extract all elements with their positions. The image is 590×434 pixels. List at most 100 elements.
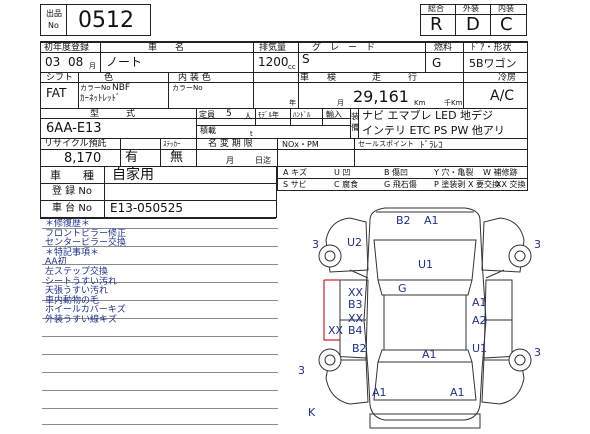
- grade-name-label: グ レ ー ド: [312, 43, 376, 53]
- door-shape-label: ﾄﾞｱ・形状: [471, 43, 512, 53]
- shift-label: シフト: [46, 73, 74, 83]
- equipment-label: 装備: [351, 112, 359, 132]
- remark-line: 左ステップ交換: [45, 266, 109, 277]
- door-shape: 5Bワゴン: [469, 57, 517, 70]
- car-name-label: 車 名: [148, 43, 185, 53]
- mark-rear-bumper-a1-right: A1: [450, 386, 465, 399]
- interior-color-label: 内 装 色: [178, 73, 211, 83]
- month-unit: 月: [89, 62, 96, 70]
- grade-exterior: D: [466, 14, 480, 35]
- reg-no-label: 登 録 No: [52, 186, 92, 197]
- legend-y: Y 穴・亀裂: [434, 168, 474, 177]
- mark-rear-bumper-a1-left: A1: [372, 386, 387, 399]
- mileage: 29,161: [353, 87, 409, 106]
- mileage-thousand-km-unit: 千Km: [444, 99, 463, 107]
- mark-front-right-tire: 3: [534, 238, 541, 251]
- ac-label: 冷房: [498, 73, 517, 83]
- recycle-fee: 8,170: [64, 151, 102, 166]
- sales-point-label: セールスポイント: [358, 140, 414, 148]
- grade-interior-label: 内装: [498, 4, 514, 13]
- color-label: 色: [104, 73, 114, 83]
- mark-front-a1: A1: [424, 214, 439, 227]
- mark-hood: U1: [418, 258, 433, 271]
- interior-color-no-label: カラーNo: [172, 84, 203, 92]
- displacement-unit: cc: [288, 63, 296, 71]
- legend-g: G 飛石傷: [384, 180, 417, 189]
- mark-left-xx2: XX: [348, 312, 364, 325]
- grade-overall: R: [430, 14, 443, 35]
- legend-b: B 傷凹: [384, 168, 409, 177]
- car-damage-diagram: B2 A1 3 3 U2 U1 G XX B3 XX XX B4 A1 A2 B…: [298, 207, 541, 429]
- mark-rear-center-a1: A1: [422, 348, 437, 361]
- mark-u2: U2: [347, 236, 362, 249]
- fuel: G: [432, 56, 442, 70]
- remark-line: センターピラー交換: [45, 238, 127, 249]
- capacity-unit: 人: [244, 112, 252, 121]
- mark-left-xx1: XX: [348, 286, 364, 299]
- legend-s: S サビ: [283, 180, 307, 189]
- load-label: 積載: [200, 126, 216, 135]
- mark-left-xx3: XX: [328, 324, 344, 337]
- legend-xx: XX 交換: [496, 180, 526, 189]
- remark-line: 外装うすい線キズ: [45, 314, 118, 325]
- mark-rear-right-u1: U1: [472, 342, 487, 355]
- first-reg-year: 03: [45, 55, 61, 69]
- remark-line: 天張うすい汚れ: [45, 286, 109, 297]
- model-label: 型 式: [90, 109, 136, 119]
- grade-name: S: [302, 52, 310, 66]
- remark-line: AA初: [45, 257, 67, 268]
- mark-front-b2: B2: [396, 214, 411, 227]
- mark-rear-right-tire: 3: [534, 346, 541, 359]
- handle-label: ﾊﾝﾄﾞﾙ: [293, 111, 311, 119]
- mark-windshield: G: [398, 282, 407, 295]
- name-change-month-unit: 月: [226, 156, 234, 165]
- air-conditioner: A/C: [490, 88, 515, 104]
- displacement: 1200: [258, 55, 289, 69]
- lot-label-top: 出品: [46, 9, 62, 18]
- lot-label-bottom: No: [48, 21, 59, 30]
- displacement-label: 排気量: [259, 43, 287, 53]
- color-name: ｶｰﾈｯﾄﾚｯﾄﾞ: [80, 94, 121, 104]
- inspection-month-unit: 月: [337, 99, 344, 107]
- inspection-label: 車 検: [300, 73, 337, 83]
- model-code: 6AA-E13: [46, 121, 102, 136]
- first-reg-month: 08: [68, 55, 84, 69]
- legend-x: X 要交換: [468, 180, 501, 189]
- mark-bottom-k: K: [308, 406, 316, 419]
- fuel-label: 燃料: [434, 43, 453, 53]
- chassis-number: E13-050525: [110, 201, 183, 215]
- usage: 自家用: [112, 167, 154, 183]
- remark-line: 車内動物の毛: [45, 295, 100, 306]
- mileage-label: 走 行: [372, 73, 418, 83]
- capacity-label: 定員: [199, 110, 215, 119]
- equipment-line-2: インテリ ETC PS PW 他アリ: [362, 124, 505, 137]
- mark-left-b3: B3: [348, 298, 363, 311]
- mark-right-a1: A1: [472, 296, 487, 309]
- name-change-label: 名 変 期 限: [208, 139, 253, 149]
- sticker-label: ｽﾃｯｶｰ: [163, 140, 181, 148]
- grade-exterior-label: 外装: [463, 4, 479, 13]
- import-label: 輸入: [326, 110, 342, 119]
- mark-right-a2: A2: [472, 314, 487, 327]
- recycle-status: 有: [125, 150, 139, 165]
- remarks-text: ＊修復歴＊ フロントピラー修正 センターピラー交換 ＊特記事項＊ AA初 左ステ…: [45, 219, 265, 326]
- color-no-label: カラーNo: [80, 84, 111, 92]
- repair-mark-left: [323, 280, 340, 341]
- equipment-line-1: ナビ エマブレ LED 地デジ: [362, 109, 494, 122]
- remark-line: フロントピラー修正: [45, 228, 127, 239]
- grade-interior: C: [500, 14, 513, 35]
- first-registration-label: 初年度登録: [44, 43, 90, 53]
- remark-line: シートうすい汚れ: [45, 276, 118, 287]
- sales-point: ﾄﾞﾗﾚｺ: [420, 141, 443, 151]
- lot-number: 0512: [78, 8, 134, 33]
- chassis-label: 車 台 No: [52, 203, 92, 214]
- mileage-km-unit: Km: [414, 99, 426, 107]
- usage-label: 車 種: [50, 169, 94, 182]
- color-no: NBF: [112, 83, 131, 93]
- name-change-day-unit: 日迄: [255, 156, 271, 165]
- legend-u: U 凹: [334, 168, 351, 177]
- remark-line: ホイールカバーキズ: [45, 305, 126, 316]
- legend-c: C 腐食: [334, 180, 359, 189]
- model-year-label: ﾓﾃﾞﾙ年: [258, 111, 279, 119]
